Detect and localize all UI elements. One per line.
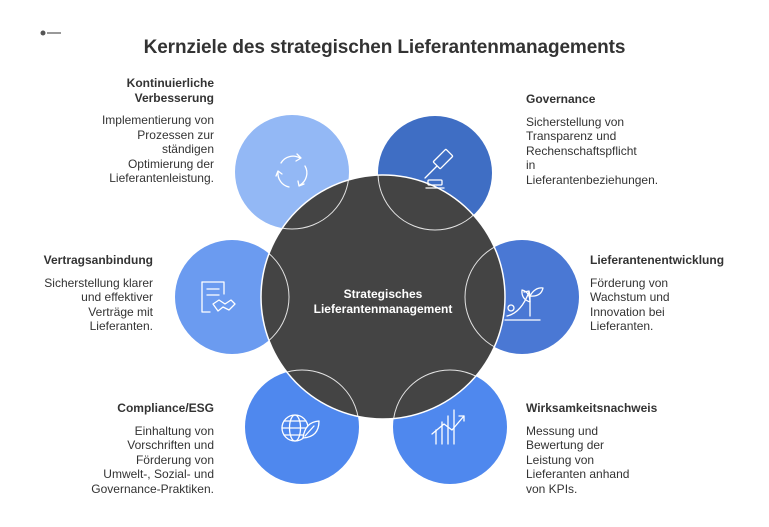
page-title: Kernziele des strategischen Lieferantenm… [143,37,626,58]
growth-sprout-icon [504,287,544,321]
center-label-line2: Lieferantenmanagement [313,301,453,316]
item-title: Wirksamkeitsnachweis [526,401,658,415]
cycle-icon [275,153,308,188]
center-label: Strategisches Lieferantenmanagement [300,287,466,316]
gavel-icon [424,148,454,189]
label-governance: Governance Sicherstellung von Transparen… [526,92,659,187]
circle-vertragsanbindung [175,240,289,354]
item-title: Governance [526,92,596,106]
globe-leaf-icon [281,414,320,442]
brand-logo [40,30,61,36]
item-title: Kontinuierliche [126,76,214,90]
item-title: Lieferantenentwicklung [590,253,725,267]
bar-chart-trend-icon [431,409,465,445]
label-wirksamkeitsnachweis: Wirksamkeitsnachweis Messung und Bewertu… [526,401,658,496]
center-circle [260,174,506,420]
item-title: Vertragsanbindung [43,253,153,267]
label-lieferantenentwicklung: Lieferantenentwicklung Förderung von Wac… [590,253,725,333]
label-vertragsanbindung: Vertragsanbindung Sicherstellung klarer … [43,253,153,333]
center-label-line1: Strategisches [343,287,423,301]
contract-handshake-icon [201,281,236,313]
item-title-line2: Verbesserung [134,90,214,105]
item-title: Compliance/ESG [117,401,214,415]
label-compliance-esg: Compliance/ESG Einhaltung von Vorschrift… [91,401,214,496]
